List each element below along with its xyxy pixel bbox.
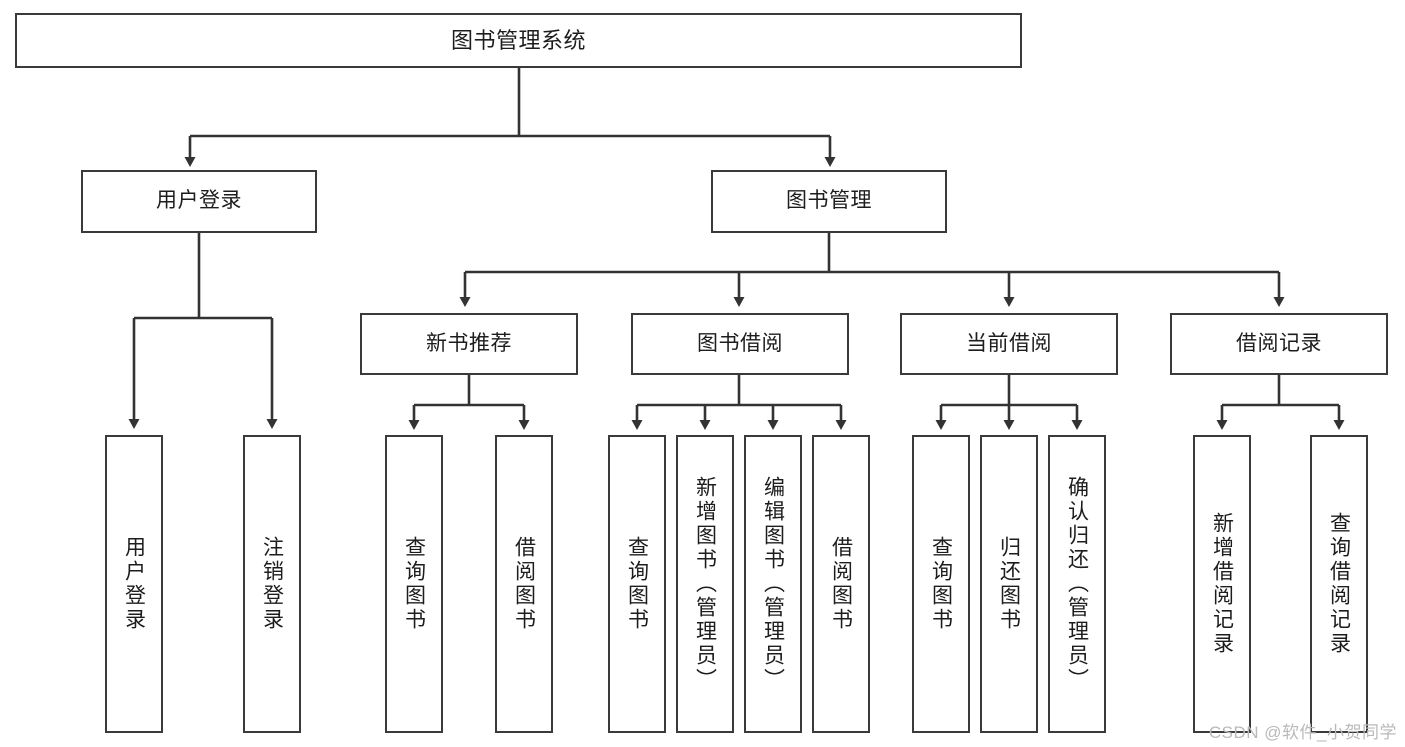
- node-leaf-borrow-book-recommend[interactable]: 借阅图书: [495, 435, 553, 733]
- node-user-login[interactable]: 用户登录: [81, 170, 317, 233]
- node-label: 注销登录: [260, 536, 284, 632]
- csdn-watermark: CSDN @软件_小贺同学: [1208, 723, 1397, 742]
- node-new-book-recommend[interactable]: 新书推荐: [360, 313, 578, 375]
- node-leaf-return-book[interactable]: 归还图书: [980, 435, 1038, 733]
- node-label: 当前借阅: [966, 331, 1052, 355]
- node-root-system[interactable]: 图书管理系统: [15, 13, 1022, 68]
- node-leaf-query-book-current[interactable]: 查询图书: [912, 435, 970, 733]
- node-label: 用户登录: [156, 189, 242, 213]
- node-label: 查询图书: [625, 536, 649, 632]
- node-leaf-logout[interactable]: 注销登录: [243, 435, 301, 733]
- node-label: 用户登录: [122, 536, 146, 632]
- node-borrow-record[interactable]: 借阅记录: [1170, 313, 1388, 375]
- node-leaf-query-book[interactable]: 查询图书: [608, 435, 666, 733]
- node-label: 借阅记录: [1236, 331, 1322, 355]
- node-leaf-add-borrow-record[interactable]: 新增借阅记录: [1193, 435, 1251, 733]
- node-leaf-borrow-book[interactable]: 借阅图书: [812, 435, 870, 733]
- node-label: 借阅图书: [512, 536, 536, 632]
- node-label: 编辑图书（管理员）: [761, 476, 785, 692]
- node-label: 归还图书: [997, 536, 1021, 632]
- node-label: 查询借阅记录: [1327, 512, 1351, 656]
- node-leaf-edit-book-admin[interactable]: 编辑图书（管理员）: [744, 435, 802, 733]
- node-leaf-confirm-return-admin[interactable]: 确认归还（管理员）: [1048, 435, 1106, 733]
- node-book-management[interactable]: 图书管理: [711, 170, 947, 233]
- node-label: 新增图书（管理员）: [693, 476, 717, 692]
- node-current-borrow[interactable]: 当前借阅: [900, 313, 1118, 375]
- node-label: 新书推荐: [426, 331, 512, 355]
- node-label: 图书借阅: [697, 331, 783, 355]
- node-leaf-add-book-admin[interactable]: 新增图书（管理员）: [676, 435, 734, 733]
- node-leaf-query-borrow-record[interactable]: 查询借阅记录: [1310, 435, 1368, 733]
- node-label: 确认归还（管理员）: [1065, 476, 1089, 692]
- node-label: 新增借阅记录: [1210, 512, 1234, 656]
- node-label: 查询图书: [929, 536, 953, 632]
- node-label: 查询图书: [402, 536, 426, 632]
- node-label: 借阅图书: [829, 536, 853, 632]
- node-leaf-user-login[interactable]: 用户登录: [105, 435, 163, 733]
- node-leaf-query-book-recommend[interactable]: 查询图书: [385, 435, 443, 733]
- node-label: 图书管理: [786, 189, 872, 213]
- node-book-borrow[interactable]: 图书借阅: [631, 313, 849, 375]
- node-label: 图书管理系统: [450, 27, 586, 53]
